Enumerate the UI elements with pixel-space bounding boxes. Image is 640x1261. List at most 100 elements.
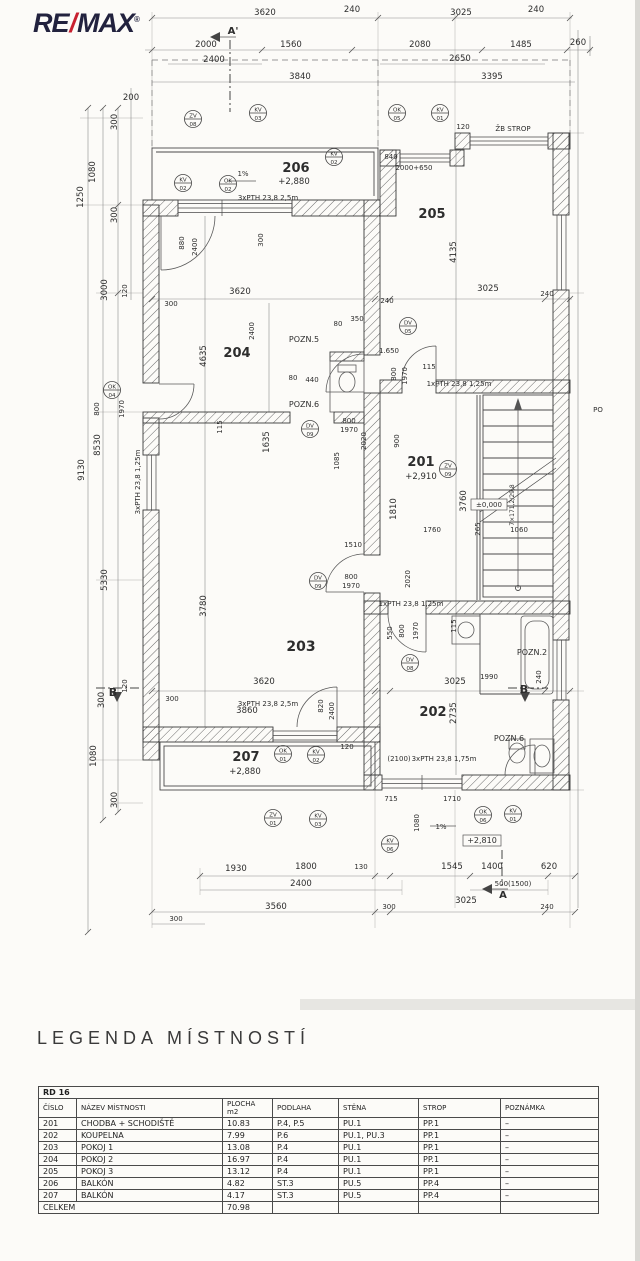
plan-label: 3025 [477,284,499,294]
marker-type: OK [224,179,232,185]
plan-label: 1080 [89,745,99,767]
plan-label: 1485 [510,40,532,50]
plan-label: 2650 [449,54,471,64]
plan-label: 2400 [191,238,199,256]
plan-label: 440 [305,376,318,384]
legend-cell: ST.3 [272,1189,339,1203]
legend-cell: 202 [38,1129,77,1143]
plan-label: +2,880 [229,767,260,777]
plan-label: 3xPTH 23,8 1,75m [412,755,477,763]
plan-label: 80 [289,374,298,382]
plan-label: 300 [257,233,265,246]
scan-band-artifact [300,999,640,1010]
plan-label: 205 [418,207,445,222]
plan-label: PO [593,406,603,414]
legend-cell: PP.4 [418,1177,501,1191]
legend-cell: 205 [38,1165,77,1179]
marker-number: 02 [313,758,320,764]
plan-label: 1.650 [379,347,399,355]
legend-cell: PP.1 [418,1141,501,1155]
plan-label: 120 [121,679,129,692]
legend-total-label: CELKEM [38,1201,223,1215]
plan-label: 240 [380,297,393,305]
plan-label: 500(1500) [495,880,532,888]
bathroom-fixtures [329,360,555,774]
legend-cell: BALKÓN [76,1189,223,1203]
plan-label: 300 [165,695,178,703]
reference-marker: OK 02 [219,175,237,193]
reference-markers: ZV08KV03OK05KV01KV02KV02OK02DV05OK04DV09… [103,104,522,853]
plan-label: ±0,000 [476,501,502,509]
legend-cell: PP.1 [418,1129,501,1143]
plan-label: 1085 [333,452,341,470]
plan-label: 200 [123,93,139,103]
plan-label: 260 [570,38,586,48]
legend-cell: PU.1 [338,1117,419,1131]
legend-cell: ST.3 [272,1177,339,1191]
plan-label: 880 [178,236,186,249]
legend-empty-cell [499,1201,600,1215]
marker-number: 05 [394,116,401,122]
logo-registered-mark: ® [134,15,140,24]
marker-number: 08 [407,666,414,672]
marker-number: 02 [331,160,338,166]
marker-type: KV [386,839,394,845]
plan-label: 1060 [510,526,528,534]
marker-type: DV [306,424,314,430]
legend-group-cell: RD 16 [37,1086,600,1099]
marker-type: ZV [269,813,277,819]
legend-cell: BALKÓN [76,1177,223,1191]
plan-label: 620 [541,862,557,872]
marker-number: 02 [180,186,187,192]
plan-label: 240 [535,670,543,683]
plan-label: 800 [93,402,101,415]
plan-label: 3560 [265,902,287,912]
legend-cell: 4.82 [222,1177,273,1191]
legend-cell: PP.1 [418,1165,501,1179]
plan-label: 2000+650 [395,164,432,172]
legend-cell: 10.83 [222,1117,273,1131]
legend-cell: – [499,1177,600,1191]
plan-label: 1970 [401,367,409,385]
legend-cell: PU.1 [338,1141,419,1155]
marker-number: 09 [445,472,452,478]
plan-label: 800 [398,624,406,637]
plan-label: 1545 [441,862,463,872]
plan-label: 3025 [444,677,466,687]
plan-label: 80 [334,320,343,328]
marker-number: 01 [510,817,517,823]
legend-cell: P.4 [272,1153,339,1167]
marker-number: 02 [225,187,232,193]
plan-label: 1400 [481,862,503,872]
legend-cell: P.4 [272,1165,339,1179]
marker-type: KV [254,108,262,114]
marker-type: OK [393,108,401,114]
plan-label: 1250 [76,186,86,208]
legend-cell: PU.1 [338,1153,419,1167]
windows [143,133,569,790]
plan-label: 1xPTH 23,8 1,25m [379,600,444,608]
plan-label: 115 [216,420,224,433]
plan-label: 202 [419,705,446,720]
plan-label: 800 [342,417,355,425]
plan-label: 3025 [455,896,477,906]
marker-type: OK [479,810,487,816]
plan-label: 1xPTH 23,8 1,25m [427,380,492,388]
plan-label: 2400 [290,879,312,889]
plan-label: 120 [121,284,129,297]
plan-label: A [499,890,507,901]
legend-column-header: POZNÁMKA [499,1097,600,1119]
plan-label: 1930 [225,864,247,874]
balcony-outlines [151,147,379,791]
plan-label: 204 [223,346,250,361]
